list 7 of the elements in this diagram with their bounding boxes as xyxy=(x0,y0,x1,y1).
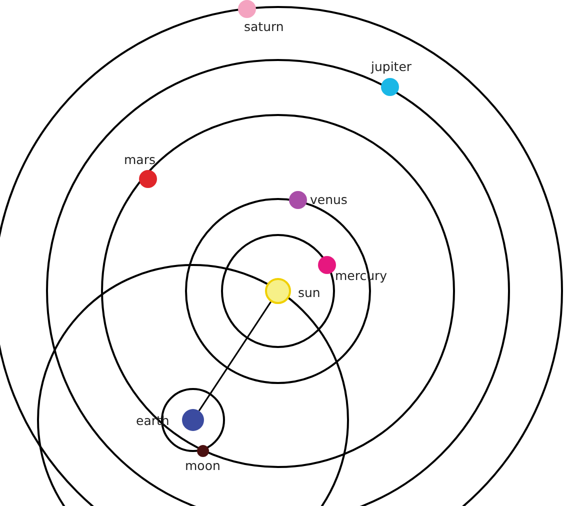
planet-label: moon xyxy=(185,458,220,473)
connector-line xyxy=(198,301,272,412)
planet-label: jupiter xyxy=(371,59,412,74)
planet-label: sun xyxy=(298,285,320,300)
planet-label: saturn xyxy=(244,19,284,34)
planet-label: venus xyxy=(310,192,348,207)
planet-label: mars xyxy=(124,152,156,167)
